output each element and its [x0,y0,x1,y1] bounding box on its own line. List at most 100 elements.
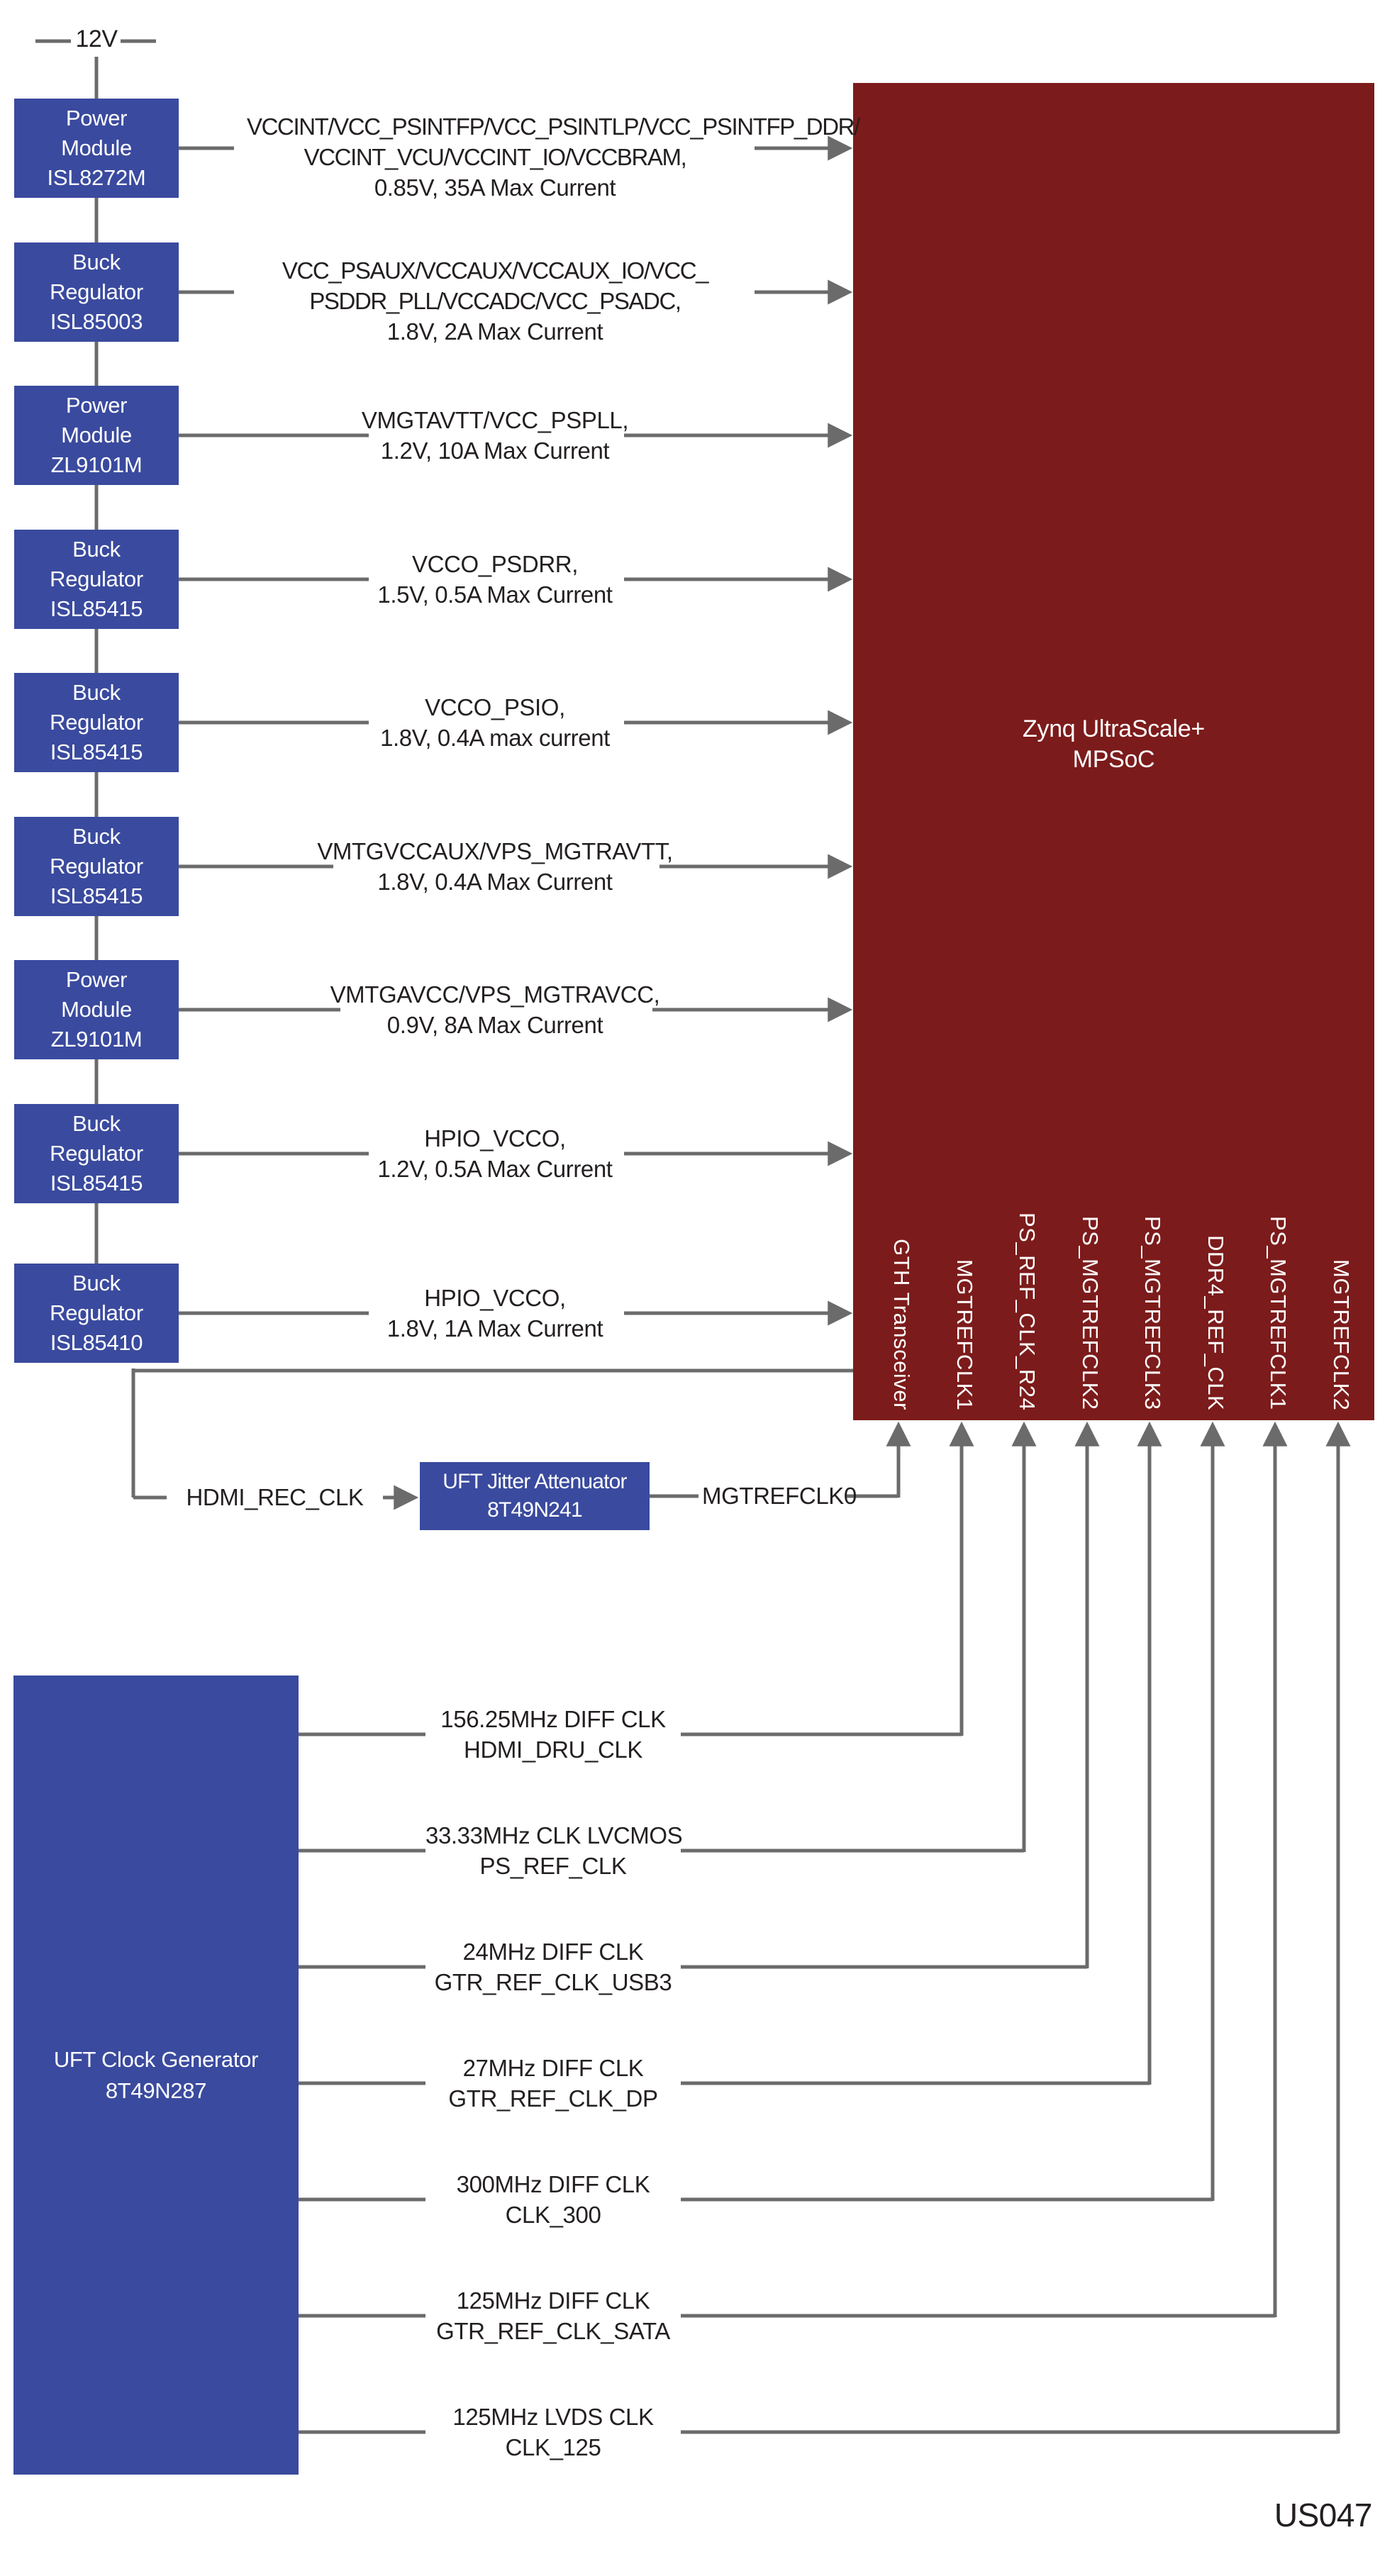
clock-line: GTR_REF_CLK_DP [448,2085,658,2112]
regulator-block-isl85415-1: Buck Regulator ISL85415 [14,530,179,629]
block-label-line: ISL8272M [47,165,146,190]
clock-line: HDMI_DRU_CLK [464,1736,642,1763]
regulator-block-isl85410: Buck Regulator ISL85410 [14,1264,179,1363]
clock-line: 27MHz DIFF CLK [462,2055,644,2081]
clock-label-hdmi-dru: 156.25MHz DIFF CLK HDMI_DRU_CLK [425,1704,681,1765]
rail-line: 1.2V, 0.5A Max Current [377,1156,613,1182]
clock-line: 125MHz LVDS CLK [452,2404,654,2430]
clock-line: GTR_REF_CLK_SATA [436,2318,670,2344]
clock-line: 24MHz DIFF CLK [462,1939,644,1965]
clock-line: 125MHz DIFF CLK [456,2287,650,2314]
block-label-line: Buck [72,680,121,705]
block-label-line: Regulator [50,279,143,304]
block-label-line: ZL9101M [50,1027,143,1052]
block-label-line: 8T49N241 [487,1498,583,1522]
clock-label-usb3: 24MHz DIFF CLK GTR_REF_CLK_USB3 [425,1936,681,1997]
clock-line: 300MHz DIFF CLK [456,2171,650,2197]
regulator-block-isl85003: Buck Regulator ISL85003 [14,242,179,342]
clock-label-ps-ref-clk: 33.33MHz CLK LVCMOS PS_REF_CLK [425,1820,683,1881]
block-label-line: ISL85415 [50,883,143,908]
rail-line: VCCINT/VCC_PSINTFP/VCC_PSINTLP/VCC_PSINT… [247,113,860,140]
hdmi-recovered-clock-loop [131,1368,853,1510]
rail-line: VCCINT_VCU/VCCINT_IO/VCCBRAM, [304,144,687,170]
regulator-block-isl85415-4: Buck Regulator ISL85415 [14,1104,179,1203]
rail-line: 1.2V, 10A Max Current [380,437,610,464]
clock-generator-block: UFT Clock Generator 8T49N287 [13,1675,299,2475]
power-input-label: 12V [75,26,118,52]
rail-label-vccint: VCCINT/VCC_PSINTFP/VCC_PSINTLP/VCC_PSINT… [247,111,860,203]
block-label-line: Module [61,997,132,1022]
mpsoc-pin-label: PS_MGTREFCLK1 [1266,1216,1291,1410]
rail-line: VMTGAVCC/VPS_MGTRAVCC, [330,981,660,1008]
block-label-line: ZL9101M [50,452,143,477]
block-label-line: UFT Clock Generator [53,2046,259,2072]
clock-label-clk125: 125MHz LVDS CLK CLK_125 [425,2402,681,2463]
rail-line: VMGTAVTT/VCC_PSPLL, [361,407,629,433]
mpsoc-pin-label: PS_MGTREFCLK3 [1140,1216,1165,1410]
rail-line: 1.8V, 1A Max Current [386,1315,603,1342]
regulator-block-isl8272m: Power Module ISL8272M [14,99,179,198]
mpsoc-pin-label: GTH Transceiver [889,1239,914,1410]
clock-line: PS_REF_CLK [479,1853,627,1879]
hdmi-rec-clk-label: HDMI_REC_CLK [186,1484,364,1510]
clock-label-dp: 27MHz DIFF CLK GTR_REF_CLK_DP [425,2053,681,2114]
block-label-line: ISL85003 [50,309,143,334]
mpsoc-title-line: Zynq UltraScale+ [1023,715,1205,742]
rail-line: VCC_PSAUX/VCCAUX/VCCAUX_IO/VCC_ [282,257,709,284]
rail-line: 0.85V, 35A Max Current [374,174,616,201]
clock-line: GTR_REF_CLK_USB3 [434,1969,672,1995]
block-label-line: ISL85415 [50,596,143,621]
block-label-line: 8T49N287 [105,2078,207,2103]
rail-label-vcco-psdrr: VCCO_PSDRR, 1.5V, 0.5A Max Current [247,549,743,610]
mgtrefclk0-label: MGTREFCLK0 [702,1483,857,1509]
block-label-line: Buck [72,1111,121,1136]
mpsoc-title-line: MPSoC [1072,746,1155,773]
rail-label-vmgtavtt: VMGTAVTT/VCC_PSPLL, 1.2V, 10A Max Curren… [247,405,743,466]
regulator-block-zl9101m-2: Power Module ZL9101M [14,960,179,1059]
rail-line: PSDDR_PLL/VCCADC/VCC_PSADC, [309,288,681,314]
mpsoc-pin-label: PS_REF_CLK_R24 [1015,1212,1040,1410]
mpsoc-pin-label: MGTREFCLK1 [952,1259,977,1410]
block-label-line: Regulator [50,710,143,735]
block-label-line: ISL85415 [50,1171,143,1195]
rail-line: HPIO_VCCO, [424,1125,566,1152]
rail-label-hpio-vcco-1: HPIO_VCCO, 1.2V, 0.5A Max Current [247,1123,743,1184]
block-label-line: Module [61,135,132,160]
rail-line: 1.8V, 0.4A Max Current [377,869,613,895]
rail-label-vcco-psio: VCCO_PSIO, 1.8V, 0.4A max current [247,692,743,753]
block-label-line: Power [65,393,128,418]
mpsoc-title: Zynq UltraScale+ MPSoC [853,714,1374,775]
power-input-wires [35,39,156,99]
power-rail-arrows [179,135,853,1326]
rail-label-vcc-psaux: VCC_PSAUX/VCCAUX/VCCAUX_IO/VCC_ PSDDR_PL… [247,255,743,347]
rail-line: 0.9V, 8A Max Current [386,1012,603,1038]
rail-line: 1.8V, 0.4A max current [380,725,610,751]
mpsoc-pin-label: MGTREFCLK2 [1329,1259,1354,1410]
clock-line: CLK_125 [505,2434,601,2460]
jitter-attenuator-block: UFT Jitter Attenuator 8T49N241 [420,1462,650,1530]
mpsoc-block [853,83,1374,1420]
block-label-line: Power [65,967,128,992]
figure-id: US047 [1274,2497,1373,2533]
rail-line: VCCO_PSIO, [425,694,565,720]
clock-label-clk300: 300MHz DIFF CLK CLK_300 [425,2169,681,2230]
block-label-line: Buck [72,1271,121,1295]
rail-line: VMTGVCCAUX/VPS_MGTRAVTT, [317,838,673,864]
rail-line: HPIO_VCCO, [424,1285,566,1311]
block-label-line: ISL85410 [50,1330,143,1355]
block-label-line: Regulator [50,1300,143,1325]
block-label-line: Buck [72,824,121,849]
clock-label-sata: 125MHz DIFF CLK GTR_REF_CLK_SATA [425,2285,681,2346]
rail-label-vmtgvccaux: VMTGVCCAUX/VPS_MGTRAVTT, 1.8V, 0.4A Max … [247,836,743,897]
block-label-line: ISL85415 [50,740,143,764]
clock-output-wires [299,1421,1351,2434]
regulator-block-zl9101m-1: Power Module ZL9101M [14,386,179,485]
mpsoc-pin-label: DDR4_REF_CLK [1203,1234,1228,1410]
block-label-line: Regulator [50,1141,143,1166]
rail-line: 1.5V, 0.5A Max Current [377,581,613,608]
clock-line: CLK_300 [505,2202,601,2228]
block-label-line: UFT Jitter Attenuator [443,1470,627,1493]
regulator-block-isl85415-2: Buck Regulator ISL85415 [14,673,179,772]
rail-line: 1.8V, 2A Max Current [386,318,603,345]
